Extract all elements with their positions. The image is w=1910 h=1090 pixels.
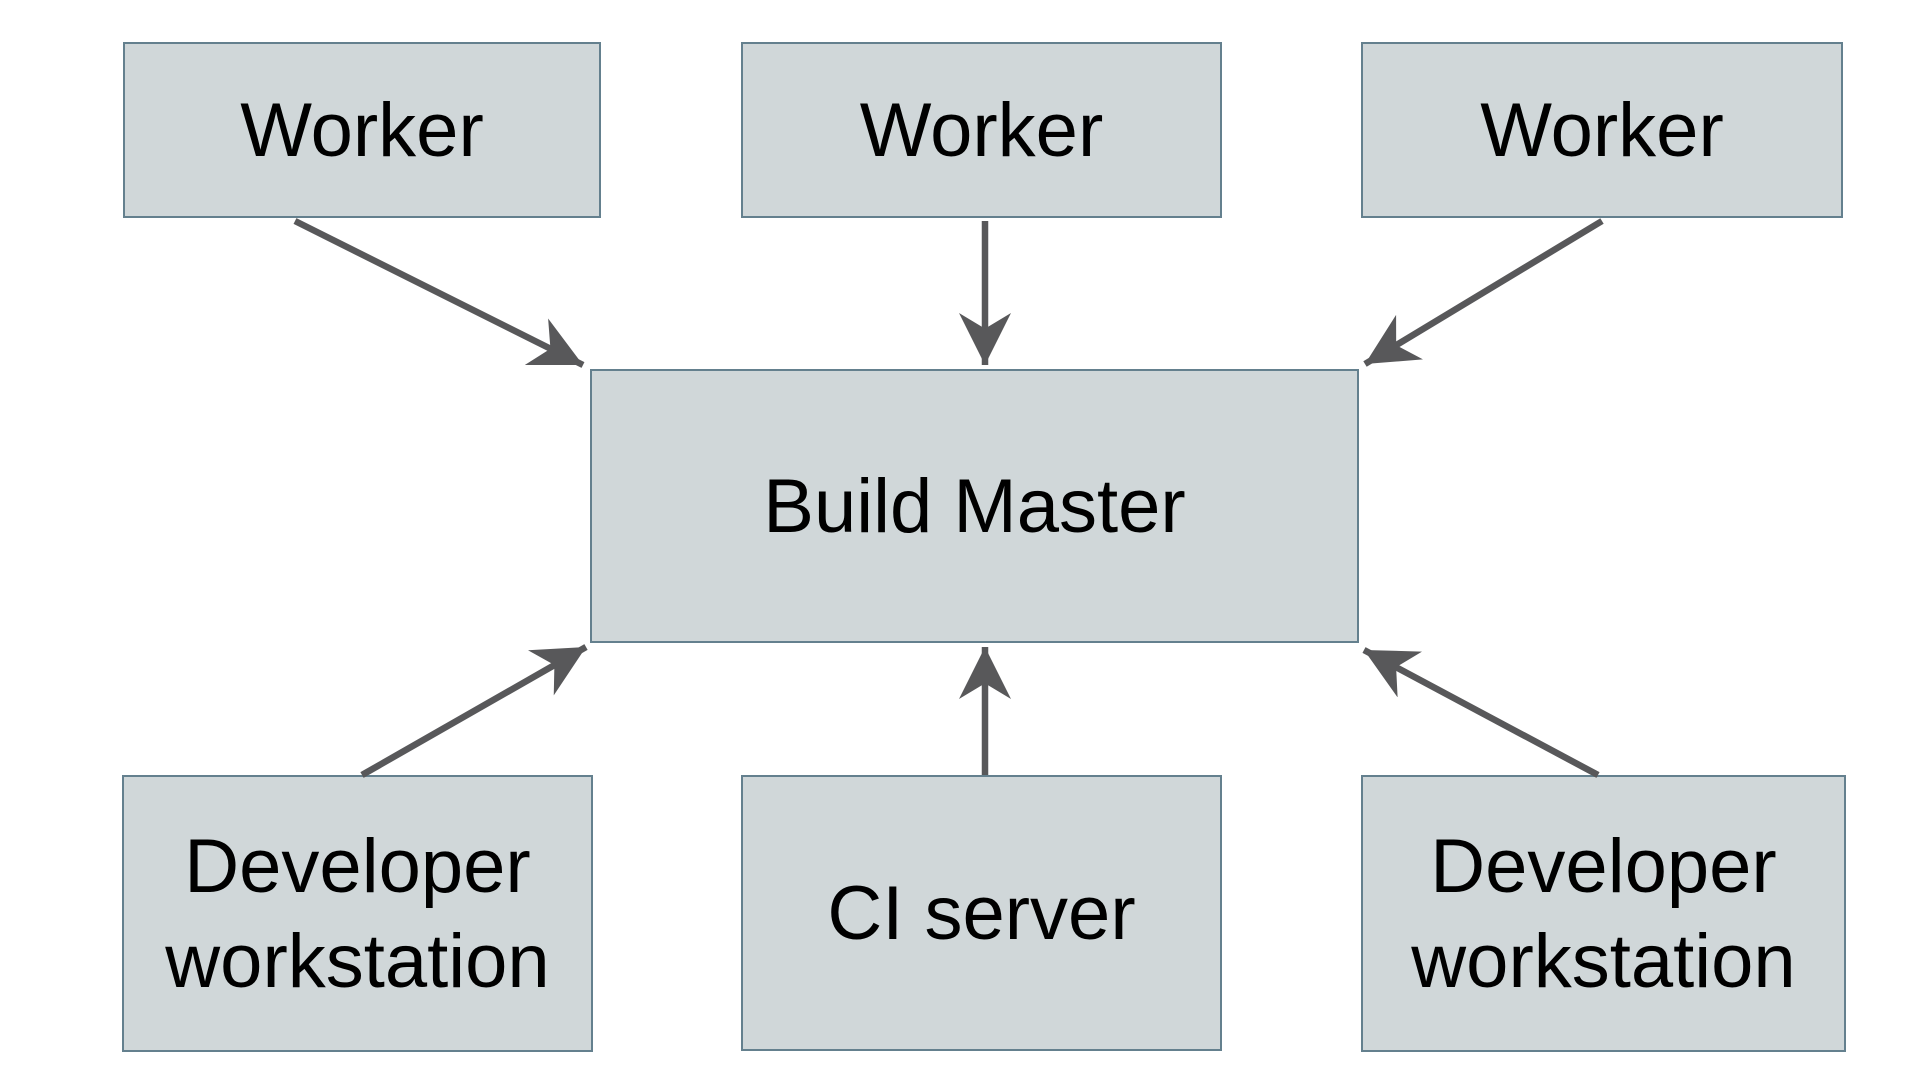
node-developer-workstation-right: Developer workstation xyxy=(1361,775,1846,1052)
node-label: Worker xyxy=(1480,87,1724,173)
node-label: CI server xyxy=(827,870,1136,956)
node-label: Worker xyxy=(859,87,1104,173)
node-worker-top-left: Worker xyxy=(123,42,601,218)
node-ci-server: CI server xyxy=(741,775,1222,1051)
node-worker-top-right: Worker xyxy=(1361,42,1843,218)
arrow-worker-top-left-to-build-master xyxy=(293,218,585,368)
node-label: Worker xyxy=(240,87,484,173)
node-build-master: Build Master xyxy=(590,369,1359,643)
node-label: Build Master xyxy=(763,463,1186,549)
node-worker-top-middle: Worker xyxy=(741,42,1222,218)
arrow-worker-top-right-to-build-master xyxy=(1363,218,1604,367)
node-developer-workstation-left: Developer workstation xyxy=(122,775,593,1052)
node-label: Developer workstation xyxy=(1411,823,1796,1004)
arrow-developer-workstation-left-to-build-master xyxy=(360,644,588,778)
node-label: Developer workstation xyxy=(165,823,550,1004)
arrow-developer-workstation-right-to-build-master xyxy=(1362,647,1600,778)
